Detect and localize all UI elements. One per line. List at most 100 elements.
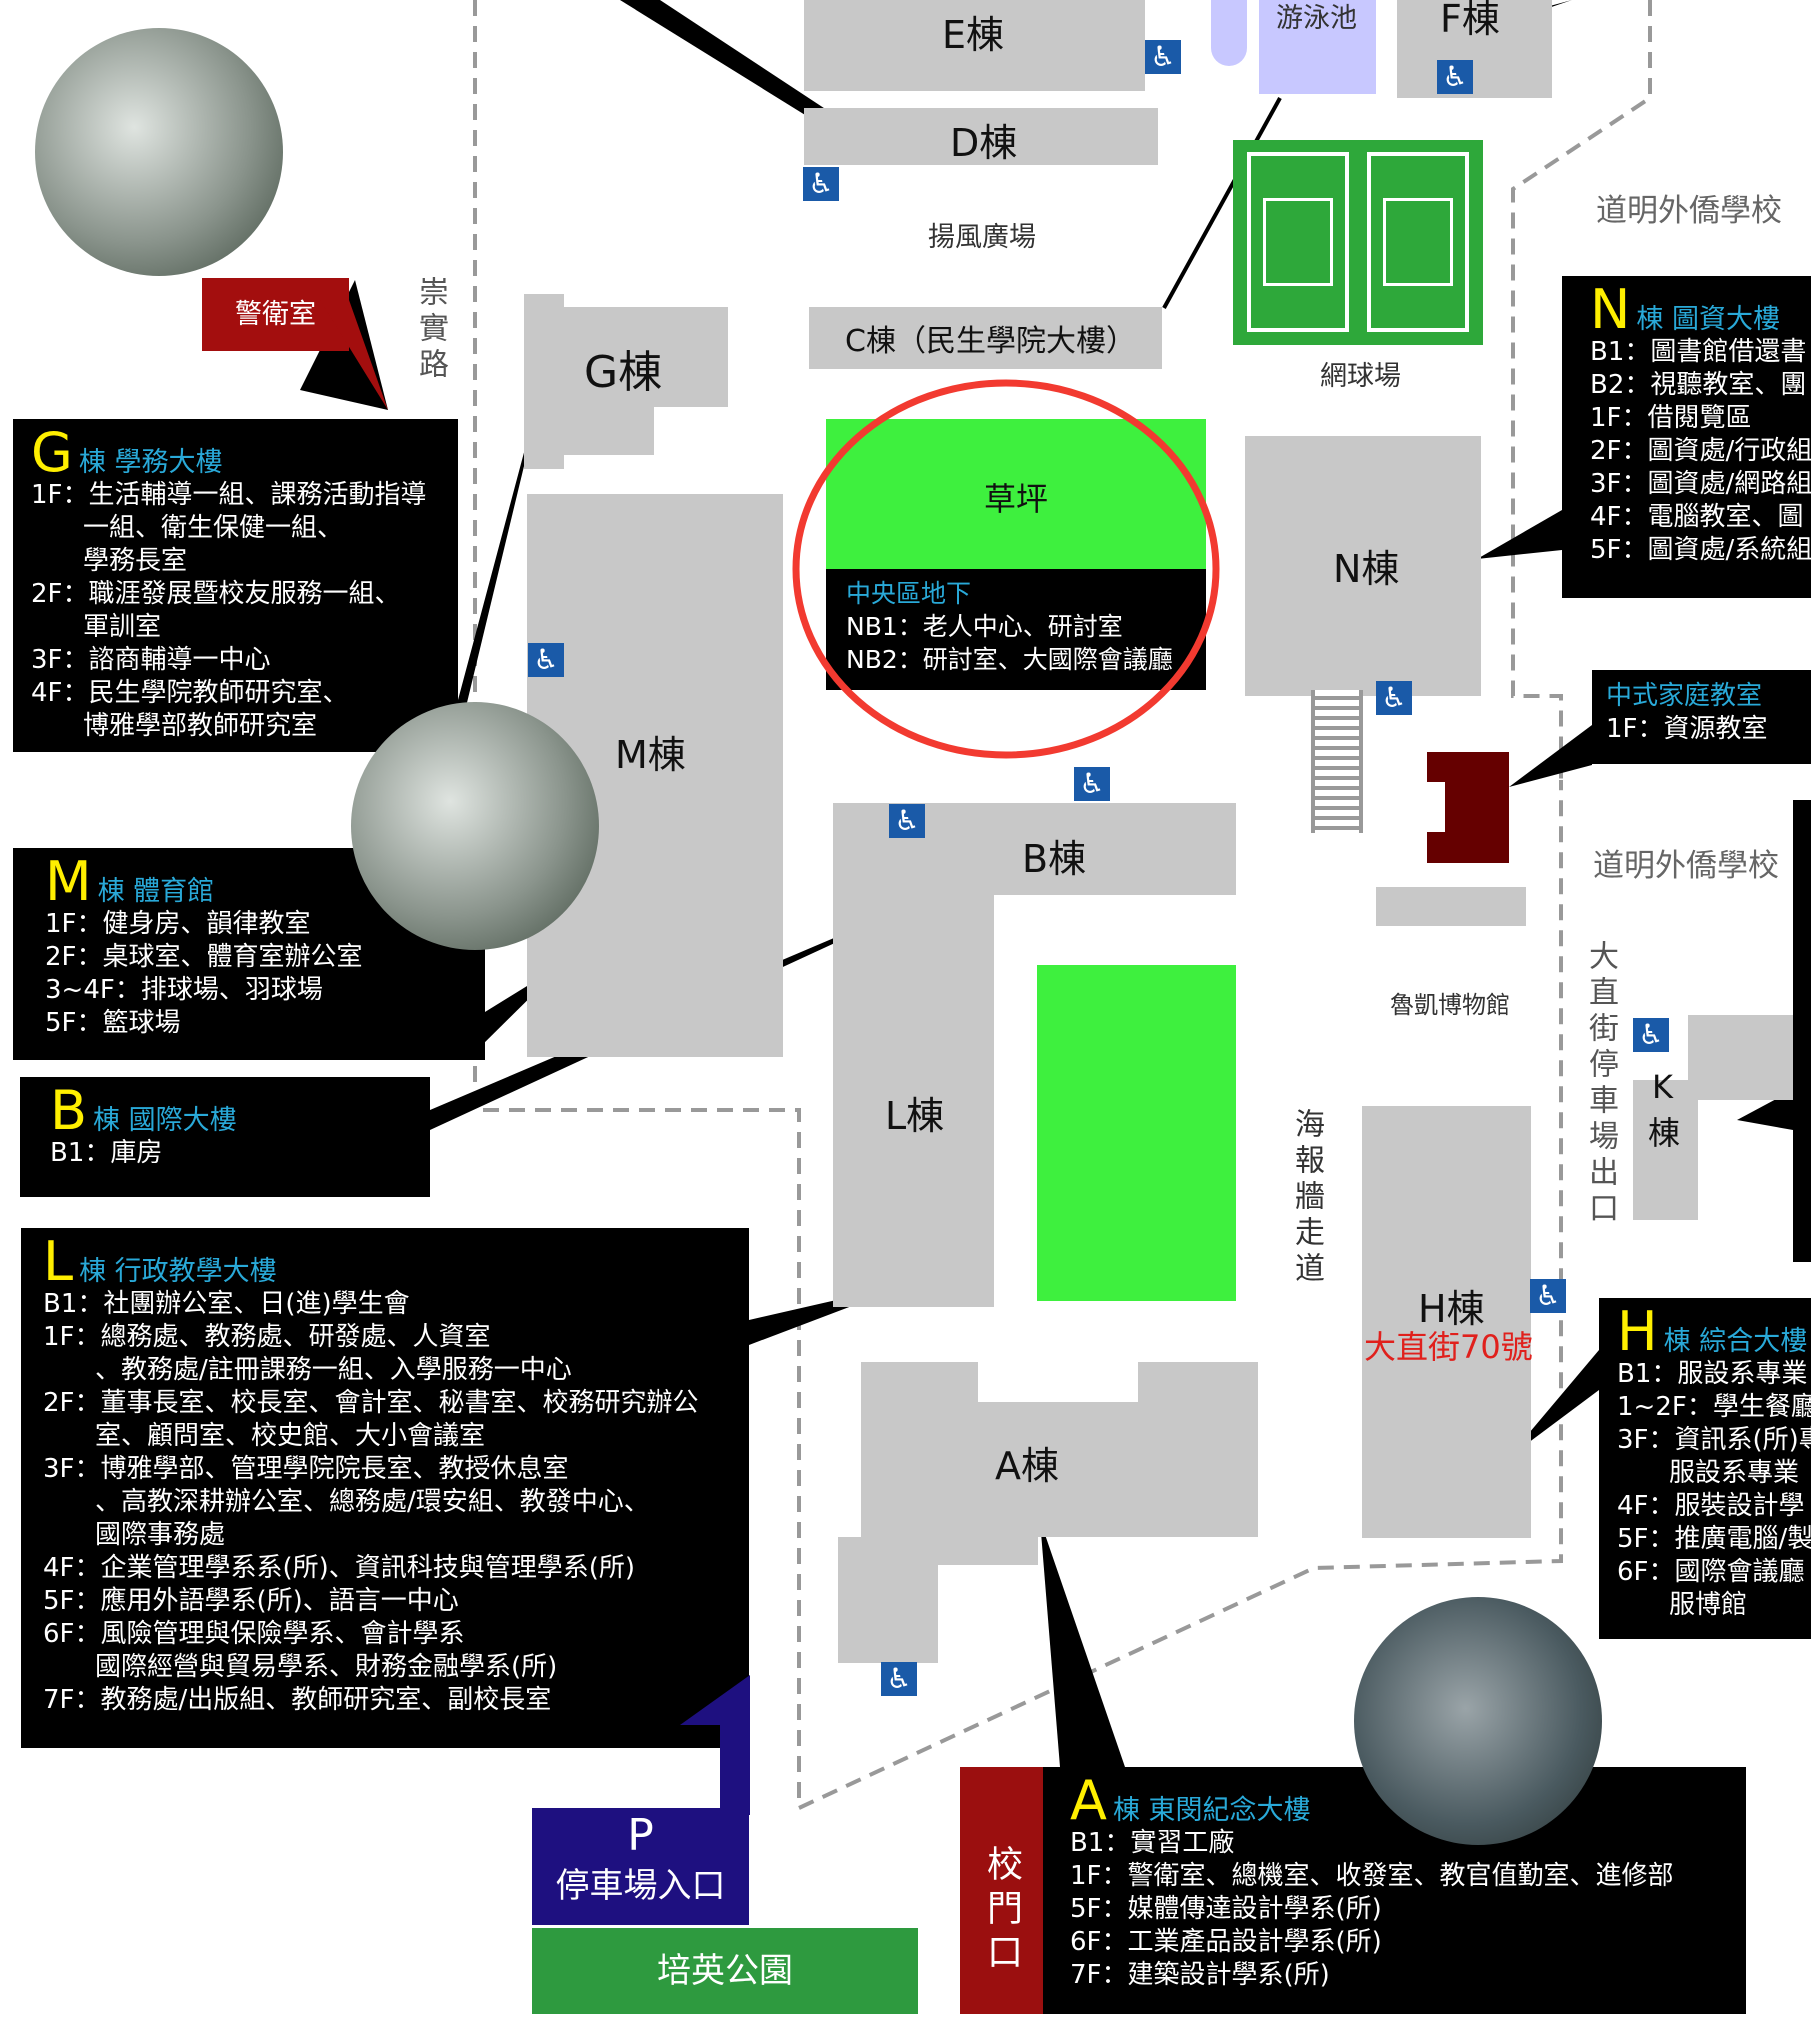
panel-title: 棟 綜合大樓 [1663,1326,1808,1357]
tennis-label: 網球場 [1320,361,1401,392]
panel-line: 5F：籃球場 [45,1008,181,1038]
wheelchair-icon: ♿ [1437,60,1473,94]
building-g-annex [564,400,654,455]
panel-line: 2F：董事長室、校長室、會計室、秘書室、校務研究辦公 [43,1388,699,1418]
panel-line: 2F：桌球室、體育室辦公室 [45,942,363,972]
stairs [1311,690,1363,833]
building-d[interactable] [804,108,1158,165]
highlight-circle [792,379,1220,759]
main-gate[interactable]: 校門口 [960,1767,1043,2014]
wheelchair-icon: ♿ [881,1662,917,1696]
panel-line: 5F：媒體傳達設計學系(所) [1070,1894,1382,1924]
pool[interactable] [1259,0,1376,94]
panel-letter: N [1590,278,1631,341]
lawn[interactable] [826,419,1206,569]
panel-title: 棟 學務大樓 [78,447,223,478]
tennis-court[interactable] [1233,140,1483,345]
building-l[interactable] [833,895,994,1307]
parking-label: 停車場入口 [555,1866,726,1906]
museum-building[interactable] [1376,887,1526,926]
wheelchair-icon: ♿ [1633,1018,1669,1052]
panel-title: 棟 行政教學大樓 [79,1256,277,1287]
building-b-label: B棟 [1022,837,1087,881]
parking-entrance[interactable]: P 停車場入口 [532,1808,749,1925]
panel-line: 1F：警衛室、總機室、收發室、教官值勤室、進修部 [1070,1861,1674,1891]
panel-letter: H [1617,1300,1658,1363]
sports-field[interactable] [1037,965,1236,1301]
panel-line: 1F：健身房、韻律教室 [45,909,311,939]
building-e-label: E棟 [942,13,1005,57]
panel-line: 2F：職涯發展暨校友服務一組、 [31,579,401,609]
panel-line: 4F：企業管理學系系(所)、資訊科技與管理學系(所) [43,1553,636,1583]
poster-wall-label: 海報牆走道 [1289,1108,1324,1288]
photo-building-a [1354,1597,1602,1845]
panel-line: B1：實習工廠 [1070,1828,1235,1858]
panel-line: 6F：國際會議廳 [1617,1557,1805,1587]
panel-line: 4F：民生學院教師研究室、 [31,678,349,708]
building-h[interactable] [1362,1106,1531,1538]
peiying-park[interactable]: 培英公園 [532,1928,918,2014]
panel-line: 6F：風險管理與保險學系、會計學系 [43,1619,465,1649]
building-f[interactable] [1397,0,1552,98]
building-m-label: M棟 [615,733,686,777]
pointer-line-tennis [1162,97,1282,309]
building-n[interactable] [1245,436,1481,696]
building-g-wing [524,294,564,469]
panel-line: 3F：資訊系(所)專 [1617,1425,1811,1455]
panel-line: 4F：電腦教室、圖 [1590,502,1804,532]
building-k-wing [1688,1015,1811,1100]
panel-title: 棟 國際大樓 [93,1105,237,1136]
panel-line: 7F：建築設計學系(所) [1070,1960,1330,1990]
panel-line: 1F：資源教室 [1606,714,1768,744]
building-l-label: L棟 [885,1094,945,1138]
parking-letter: P [627,1810,654,1861]
panel-line: 2F：圖資處/行政組 [1590,436,1811,466]
building-c[interactable] [809,307,1162,369]
building-k-label: K [1652,1068,1673,1106]
panel-line: 室、顧問室、校史館、大小會議室 [43,1421,486,1451]
plaza-label: 揚風廣場 [928,222,1036,253]
building-k[interactable] [1633,1080,1698,1220]
building-a-wing [838,1537,938,1663]
panel-title: 中式家庭教室 [1606,681,1763,711]
museum-label: 魯凱博物館 [1390,991,1510,1019]
panel-line: B2：視聽教室、團 [1590,370,1807,400]
panel-line: 1F：總務處、教務處、研發處、人資室 [43,1322,491,1352]
underground-line: NB2：研討室、大國際會議廳 [846,645,1173,674]
wheelchair-icon: ♿ [1074,767,1110,801]
photo-building-m [351,702,599,950]
campus-boundary [473,0,1652,1812]
panel-building-k-partial [1793,800,1811,1262]
panel-line: 1~2F：學生餐廳 [1617,1392,1811,1422]
panel-line: 5F：推廣電腦/製 [1617,1524,1811,1554]
panel-line: 5F：應用外語學系(所)、語言一中心 [43,1586,459,1616]
panel-title: 棟 東閔紀念大樓 [1112,1795,1311,1826]
panel-letter: M [45,850,92,913]
underground-line: NB1：老人中心、研討室 [846,612,1123,641]
wheelchair-icon: ♿ [1145,40,1181,74]
family-classroom-building[interactable] [1427,752,1509,863]
panel-line: B1：社團辦公室、日(進)學生會 [43,1289,410,1319]
address-label: 大直街70號 [1364,1328,1533,1366]
panel-line: B1：服設系專業 [1617,1359,1808,1389]
road-label: 崇實路 [413,276,448,384]
building-e[interactable] [804,0,1145,91]
panel-line: 服博館 [1617,1590,1748,1620]
building-d-label: D棟 [950,121,1018,165]
building-k-label-2: 棟 [1648,1114,1681,1152]
wheelchair-icon: ♿ [803,167,839,201]
wheelchair-icon: ♿ [889,804,925,838]
dominican-school-label-2: 道明外僑學校 [1593,848,1779,884]
building-c-label: C棟（民生學院大樓） [845,324,1136,359]
wheelchair-icon: ♿ [1530,1279,1566,1313]
panel-letter: A [1070,1769,1107,1832]
panel-line: 一組、衛生保健一組、 [31,513,344,543]
panel-line: 軍訓室 [31,612,162,642]
panel-line: 3F：博雅學部、管理學院院長室、教授休息室 [43,1454,569,1484]
panel-line: 1F：生活輔導一組、課務活動指導 [31,480,427,510]
lawn-label: 草坪 [984,480,1049,518]
